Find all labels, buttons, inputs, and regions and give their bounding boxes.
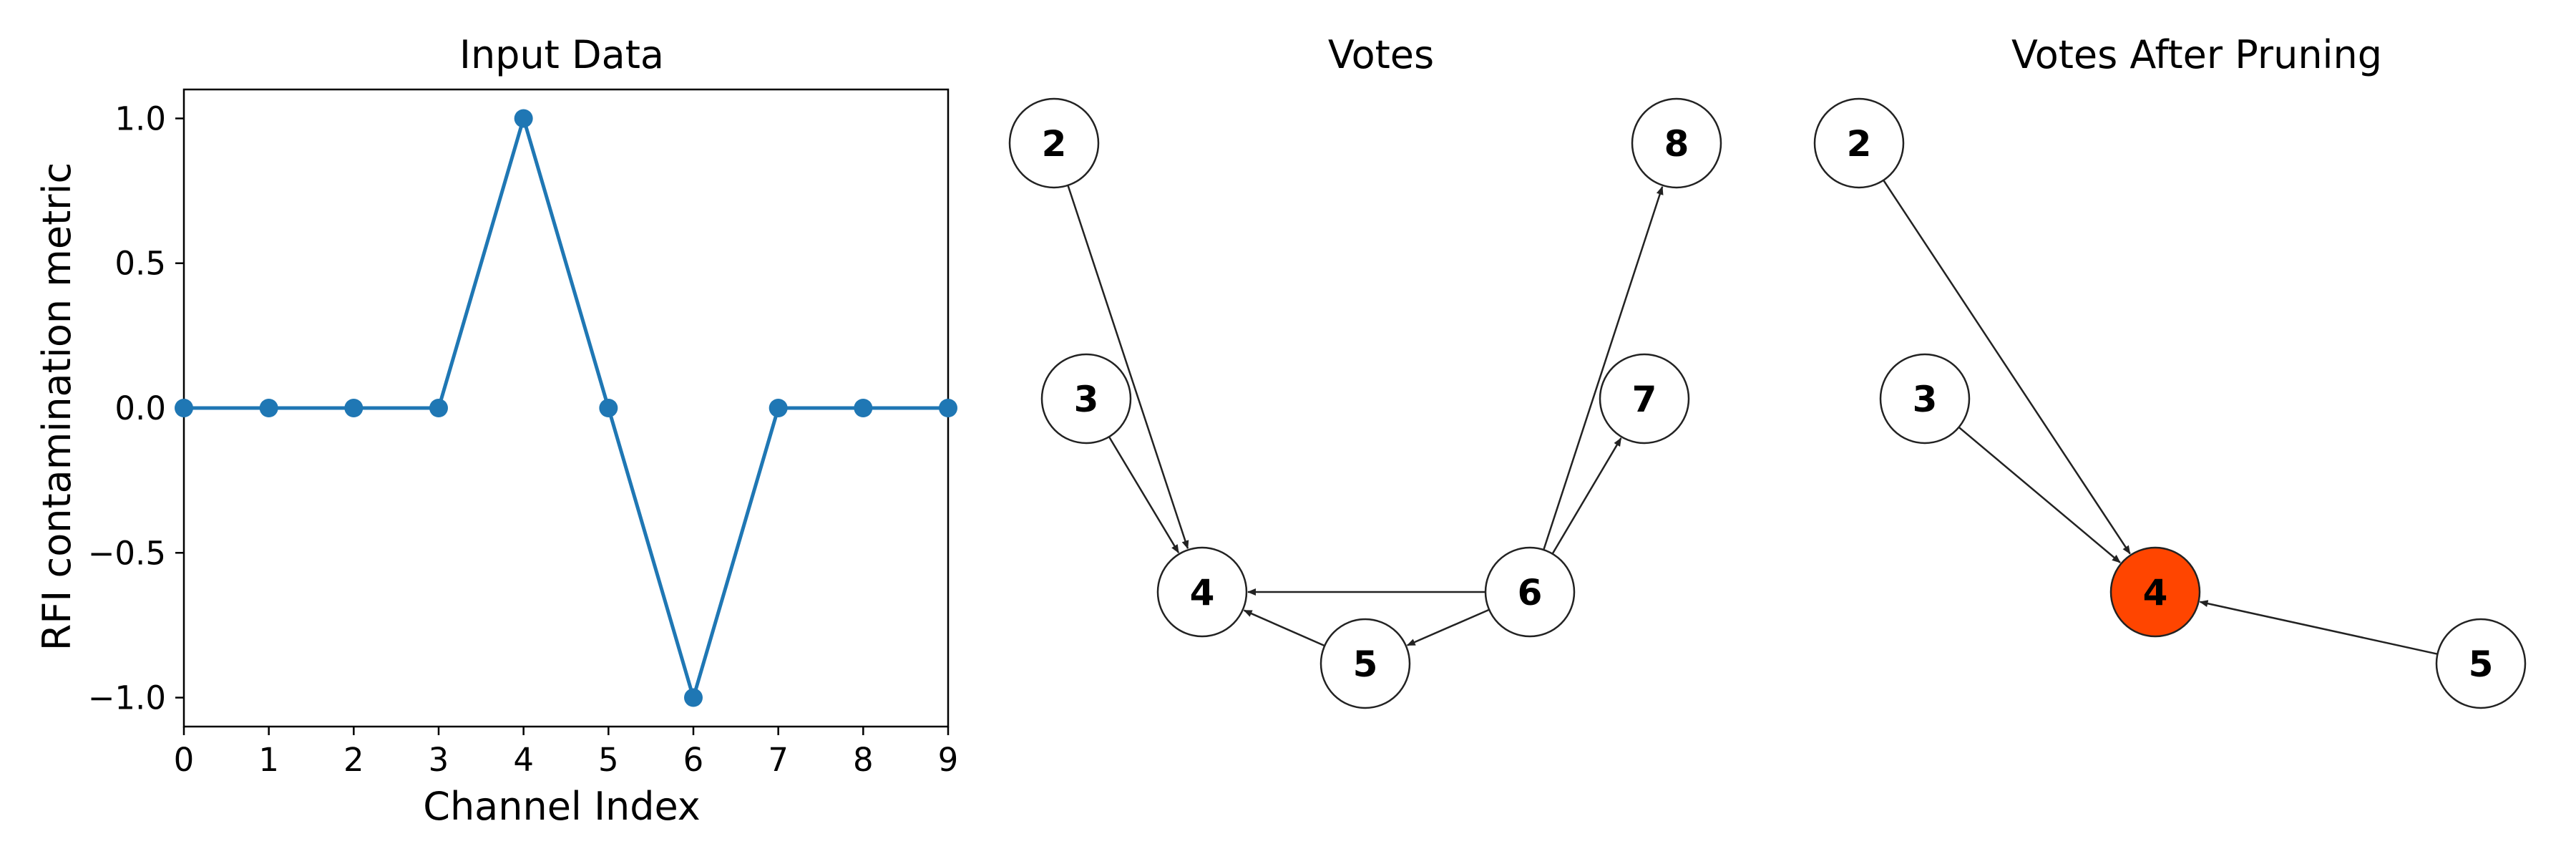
y-tick-label: 0.5 [114,245,166,283]
node-5 [1319,618,1411,709]
node-6 [1484,546,1576,638]
edge-6-to-7 [1551,437,1622,555]
node-label: 5 [1353,644,1378,685]
line-chart-title: Input Data [459,32,664,77]
votes-nodes: 2 3 4 5 6 7 8 [1008,97,1722,709]
node-7 [1599,353,1690,445]
edge-2-to-4 [1067,185,1189,550]
node-label: 6 [1518,572,1543,613]
data-point [684,688,703,707]
node-4 [2109,546,2201,638]
pruned-graph-title: Votes After Pruning [2011,32,2382,77]
edge-2-to-4 [1883,180,2131,555]
y-tick-label: 0.0 [114,389,166,427]
node-5 [2435,618,2527,709]
node-label: 3 [1913,379,1938,420]
edge-5-to-4 [2199,600,2438,655]
node-label: 4 [1190,572,1215,613]
x-tick-label: 4 [513,741,534,779]
node-label: 2 [1042,123,1067,165]
pruned-nodes: 2 3 4 5 [1813,97,2527,709]
edge-5-to-4 [1243,609,1325,647]
node-label: 3 [1074,379,1099,420]
data-point [429,399,448,417]
node-4 [1156,546,1248,638]
edge-6-to-5 [1406,608,1490,646]
line-chart-axes: 0 1 2 3 4 5 6 7 8 9 1.0 0.5 0.0 −0.5 −1.0 [88,88,959,779]
y-tick-label: −0.5 [88,534,166,572]
edge-3-to-4 [1958,426,2121,563]
x-tick-label: 2 [343,741,364,779]
data-point [175,399,193,417]
votes-edges [1067,185,1664,647]
node-2 [1813,97,1905,189]
line-chart-panel: Input Data 0 1 2 3 4 5 6 7 8 9 1.0 0.5 0.0 −0.5 −1.0 C… [34,32,958,829]
x-tick-label: 7 [768,741,789,779]
data-point [599,399,618,417]
x-tick-label: 9 [938,741,959,779]
node-label: 8 [1664,123,1689,165]
node-label: 2 [1847,123,1872,165]
x-tick-label: 5 [598,741,619,779]
data-point [514,109,533,128]
votes-graph-panel: Votes 2 3 4 5 6 7 8 [1008,32,1722,709]
edge-3-to-4 [1108,436,1180,553]
node-3 [1040,353,1132,445]
node-label: 7 [1632,379,1657,420]
node-2 [1008,97,1100,189]
pruned-edges [1883,180,2438,655]
node-8 [1631,97,1722,189]
x-tick-label: 3 [429,741,449,779]
data-point [854,399,873,417]
data-point [344,399,364,417]
node-label: 5 [2469,644,2494,685]
data-point [769,399,788,417]
data-point [939,399,957,417]
edge-6-to-8 [1543,185,1664,550]
data-point [259,399,278,417]
y-tick-label: −1.0 [88,679,166,717]
data-line [184,116,948,700]
x-tick-label: 8 [853,741,874,779]
x-tick-label: 6 [683,741,704,779]
node-label: 4 [2143,572,2168,613]
x-tick-label: 0 [174,741,195,779]
y-axis-label: RFI contamination metric [34,162,79,651]
votes-graph-title: Votes [1328,32,1434,77]
node-3 [1879,353,1971,445]
pruned-graph-panel: Votes After Pruning 2 3 4 5 [1813,32,2527,709]
x-axis-label: Channel Index [423,784,701,829]
y-tick-label: 1.0 [114,100,166,137]
x-tick-label: 1 [258,741,279,779]
